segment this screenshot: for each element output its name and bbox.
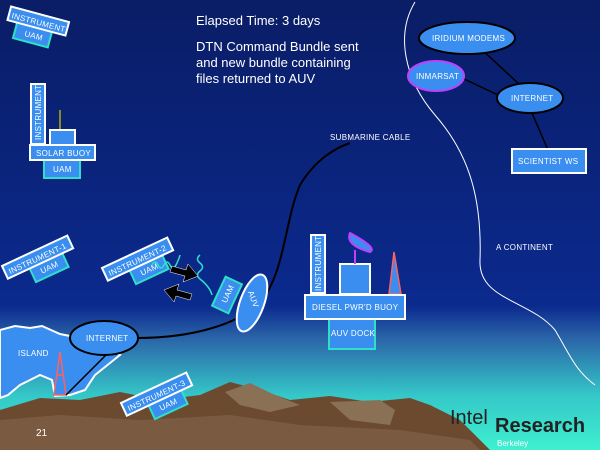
internet-label: INTERNET bbox=[86, 334, 128, 343]
satellite-dish-icon bbox=[348, 231, 373, 254]
scientist-label: SCIENTIST WS bbox=[518, 157, 578, 166]
solar-buoy[interactable]: UAM INSTRUMENT SOLAR BUOY bbox=[29, 83, 96, 179]
solar-buoy-label: SOLAR BUOY bbox=[36, 149, 91, 158]
uam-label: UAM bbox=[53, 165, 72, 174]
logo-intel: Intel bbox=[450, 407, 488, 429]
status-line: files returned to AUV bbox=[196, 71, 316, 86]
continent-label: A CONTINENT bbox=[496, 243, 553, 252]
auv-dock-label: AUV DOCK bbox=[331, 329, 376, 338]
link-line bbox=[65, 353, 108, 396]
instrument-top[interactable]: UAM INSTRUMENT bbox=[3, 5, 71, 52]
acoustic-wave-icon bbox=[151, 254, 181, 269]
mountains bbox=[0, 382, 490, 450]
logo-research: Research bbox=[495, 415, 585, 437]
inmarsat[interactable]: INMARSAT bbox=[407, 60, 465, 92]
iridium-label: IRIDIUM MODEMS bbox=[432, 34, 505, 43]
scientist-workstation[interactable]: SCIENTIST WS bbox=[511, 148, 587, 174]
submarine-cable bbox=[136, 142, 351, 339]
arrow-right-icon bbox=[169, 263, 199, 283]
intel-research-logo: Intel Research Berkeley bbox=[450, 407, 585, 448]
auv[interactable]: UAM AUV bbox=[210, 271, 273, 336]
diesel-buoy[interactable]: AUV DOCK INSTRUMENT DIESEL PWR'D BUOY bbox=[304, 231, 406, 350]
status-line: and new bundle containing bbox=[196, 55, 351, 70]
link-line bbox=[461, 77, 499, 96]
arrow-left-icon bbox=[163, 283, 193, 303]
radio-tower-icon bbox=[53, 351, 67, 396]
iridium-modems[interactable]: IRIDIUM MODEMS bbox=[418, 21, 516, 55]
diesel-buoy-label: DIESEL PWR'D BUOY bbox=[312, 303, 399, 312]
inmarsat-label: INMARSAT bbox=[416, 72, 459, 81]
internet-label: INTERNET bbox=[511, 94, 553, 103]
submarine-cable-label: SUBMARINE CABLE bbox=[330, 133, 411, 142]
instrument-label: INSTRUMENT bbox=[314, 236, 323, 291]
acoustic-wave-icon bbox=[196, 254, 213, 296]
elapsed-time: Elapsed Time: 3 days bbox=[196, 13, 321, 28]
internet-continent[interactable]: INTERNET bbox=[496, 82, 564, 114]
logo-berkeley: Berkeley bbox=[497, 439, 528, 448]
instrument-label: INSTRUMENT bbox=[34, 85, 43, 140]
status-line: DTN Command Bundle sent bbox=[196, 39, 359, 54]
internet-island[interactable]: INTERNET bbox=[69, 320, 139, 356]
link-line bbox=[531, 112, 549, 151]
link-line bbox=[479, 47, 521, 86]
slide-number: 21 bbox=[36, 428, 48, 439]
island-label: ISLAND bbox=[18, 349, 49, 358]
